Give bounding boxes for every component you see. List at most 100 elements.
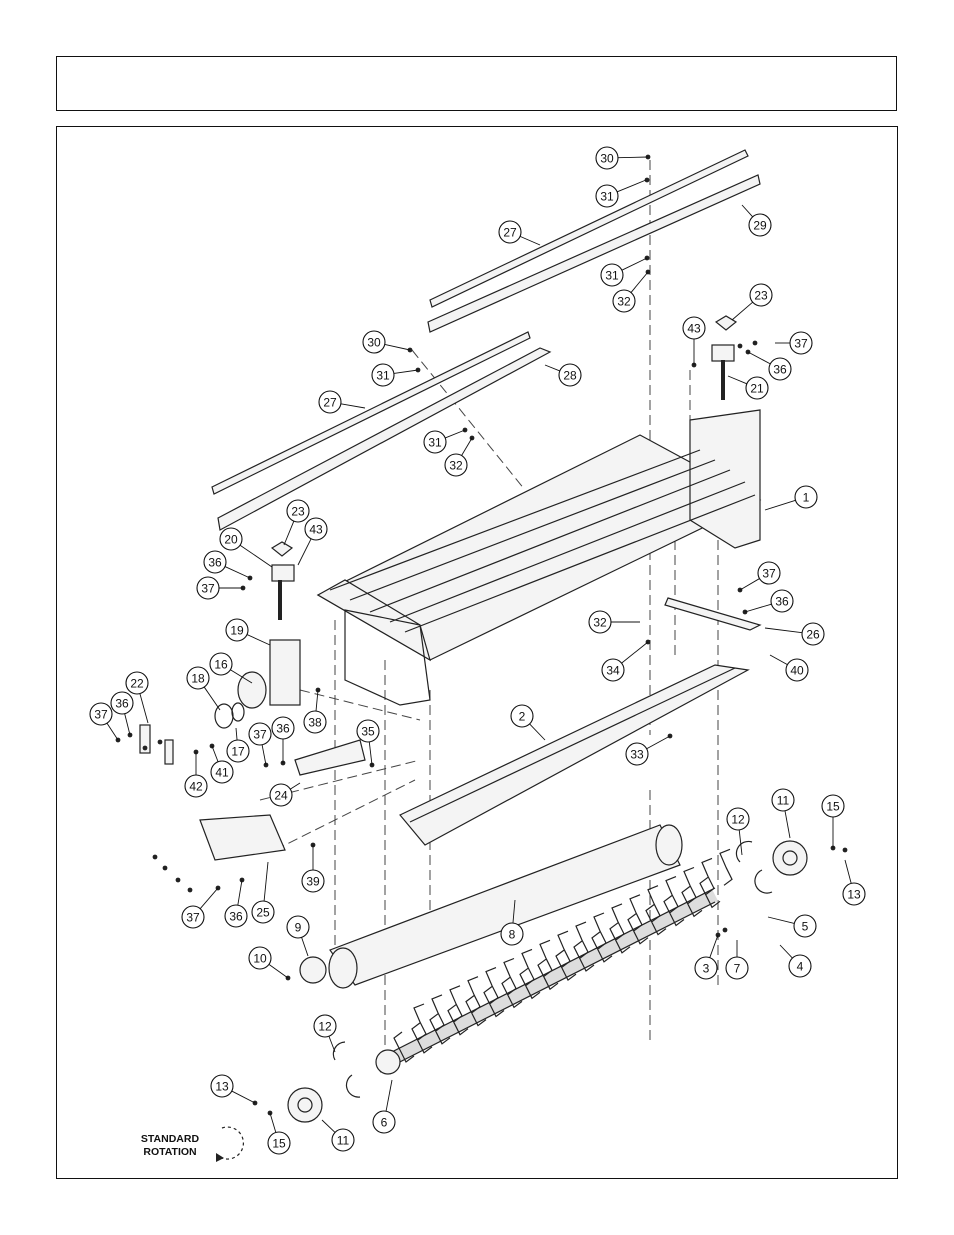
callout-number: 36 [773, 363, 787, 377]
callout-c37b: 37 [197, 577, 219, 599]
callout-c11b: 11 [332, 1129, 354, 1151]
callout-c27a: 27 [499, 221, 521, 243]
callout-number: 6 [381, 1116, 388, 1130]
callout-c37c: 37 [758, 562, 780, 584]
callout-number: 22 [130, 677, 144, 691]
callout-number: 3 [703, 962, 710, 976]
callout-number: 36 [775, 595, 789, 609]
callout-number: 21 [750, 382, 764, 396]
callout-c38: 38 [304, 711, 326, 733]
callout-c26: 26 [802, 623, 824, 645]
callout-c13a: 13 [843, 883, 865, 905]
flail-blade [468, 977, 480, 1013]
callout-c32a: 32 [613, 290, 635, 312]
leader-c11b [322, 1120, 335, 1132]
callout-c22: 22 [126, 672, 148, 694]
rotation-note: STANDARD ROTATION [141, 1127, 243, 1162]
leader-c12a [739, 830, 742, 855]
callout-number: 19 [230, 624, 244, 638]
callout-number: 26 [806, 628, 820, 642]
callout-c36d: 36 [111, 692, 133, 714]
callout-c13b: 13 [211, 1075, 233, 1097]
callout-number: 32 [449, 459, 463, 473]
callout-c43a: 43 [683, 317, 705, 339]
callout-number: 35 [361, 725, 375, 739]
leader-c36a [748, 352, 770, 364]
callout-c1: 1 [795, 486, 817, 508]
callout-c9: 9 [287, 916, 309, 938]
leader-c37d [107, 723, 118, 740]
callout-number: 15 [826, 800, 840, 814]
callout-number: 39 [306, 875, 320, 889]
leader-c9 [302, 937, 308, 956]
callout-number: 20 [224, 533, 238, 547]
leader-c27b [341, 404, 365, 408]
leader-c31b [622, 258, 647, 270]
callout-c32b: 32 [445, 454, 467, 476]
rotation-label-line2: ROTATION [143, 1146, 196, 1158]
callout-number: 13 [847, 888, 861, 902]
leader-c23a [732, 302, 753, 320]
callout-c6: 6 [373, 1111, 395, 1133]
leader-c28 [545, 365, 560, 371]
callout-c15a: 15 [822, 795, 844, 817]
callout-number: 37 [186, 911, 200, 925]
callout-c12b: 12 [314, 1015, 336, 1037]
callout-c36c: 36 [771, 590, 793, 612]
leader-c24 [290, 783, 300, 789]
main-housing [318, 410, 760, 705]
callout-number: 36 [208, 556, 222, 570]
callout-c25: 25 [252, 901, 274, 923]
callout-number: 30 [600, 152, 614, 166]
flashing-strip-lower [212, 332, 550, 530]
callout-c42: 42 [185, 775, 207, 797]
leader-c20 [240, 545, 272, 567]
bolt-icon [153, 855, 158, 860]
callout-number: 9 [295, 921, 302, 935]
callout-c7: 7 [726, 957, 748, 979]
callout-number: 38 [308, 716, 322, 730]
leader-c36b [225, 567, 250, 578]
callout-number: 29 [753, 219, 767, 233]
callout-c36a: 36 [769, 358, 791, 380]
leader-c37f [200, 888, 218, 909]
callout-number: 1 [803, 491, 810, 505]
callout-c3: 3 [695, 957, 717, 979]
leader-c5 [768, 917, 794, 923]
leader-c37c [740, 579, 760, 590]
leader-c27a [520, 236, 540, 245]
callout-c11a: 11 [772, 789, 794, 811]
callout-c43b: 43 [305, 518, 327, 540]
callout-c21: 21 [746, 377, 768, 399]
callout-c37a: 37 [790, 332, 812, 354]
callout-c31a: 31 [596, 185, 618, 207]
leader-c13b [232, 1091, 255, 1103]
callout-c10: 10 [249, 947, 271, 969]
leader-c12b [329, 1036, 335, 1052]
callout-number: 43 [687, 322, 701, 336]
leader-c17 [236, 728, 237, 740]
leader-c40 [770, 655, 787, 665]
rotation-arrow-icon [218, 1127, 243, 1159]
left-bearing [215, 672, 266, 728]
leader-c23b [284, 521, 294, 545]
callout-c2: 2 [511, 705, 533, 727]
flail-blade [720, 849, 732, 885]
callout-c19: 19 [226, 619, 248, 641]
callout-number: 37 [201, 582, 215, 596]
callout-c29: 29 [749, 214, 771, 236]
leader-c37e [262, 745, 266, 765]
bolt-icon [163, 866, 168, 871]
leader-c32a [631, 272, 648, 293]
callout-number: 11 [777, 794, 790, 808]
leader-c4 [780, 945, 792, 958]
callout-number: 43 [309, 523, 323, 537]
callout-number: 40 [790, 664, 804, 678]
flail-blade [432, 995, 444, 1031]
callout-number: 36 [276, 722, 290, 736]
callout-number: 27 [503, 226, 517, 240]
flail-blade [450, 986, 462, 1022]
arrow-head-icon [216, 1153, 224, 1162]
leader-c2 [530, 724, 545, 740]
flashing-strip-upper [428, 150, 760, 332]
